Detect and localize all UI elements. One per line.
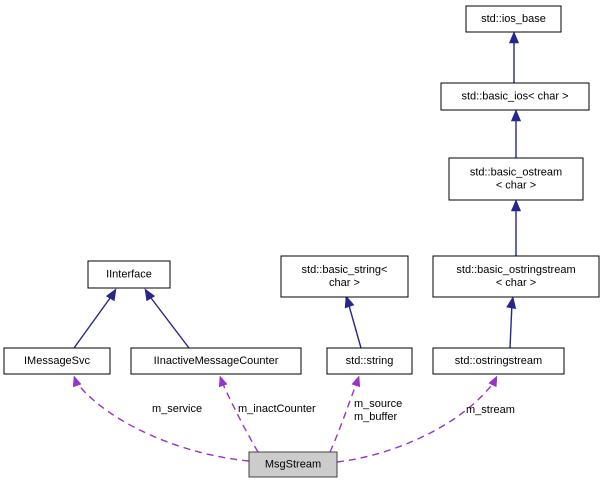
inheritance-edges-layer — [73, 31, 522, 349]
class-node-label: std::basic_ostringstream — [456, 264, 575, 276]
class-node-label: std::string — [346, 355, 394, 367]
class-node-box[interactable] — [432, 255, 600, 298]
inheritance-edge — [510, 109, 522, 158]
class-node-label: std::basic_ostream — [470, 166, 562, 178]
usage-edge-line — [221, 381, 259, 453]
usage-edge-label: m_stream — [466, 404, 515, 416]
class-node-label: < char > — [496, 277, 536, 289]
class-node-label: std::ios_base — [481, 13, 546, 25]
class-node-label: IInactiveMessageCounter — [154, 355, 279, 367]
inheritance-edge — [344, 295, 362, 349]
usage-edge-label: m_inactCounter — [238, 403, 316, 415]
class-node-box[interactable] — [280, 255, 409, 298]
usage-arrowhead — [218, 375, 228, 388]
class-node-label: char > — [329, 277, 360, 289]
usage-edge — [329, 375, 361, 453]
usage-arrowhead — [351, 375, 361, 388]
inheritance-arrowhead — [510, 109, 522, 122]
inheritance-edge — [510, 199, 522, 256]
class-node-MsgStream[interactable]: MsgStream — [248, 451, 338, 478]
inheritance-edge — [144, 288, 190, 349]
class-node-box[interactable] — [130, 347, 302, 375]
class-node-box[interactable] — [432, 347, 565, 375]
class-node-IInterface[interactable]: IInterface — [87, 260, 171, 289]
usage-edge — [218, 375, 259, 453]
usage-edge-label: m_service — [152, 403, 202, 415]
usage-edge-line — [75, 381, 250, 462]
class-node-box[interactable] — [3, 347, 111, 375]
usage-edge — [336, 375, 498, 463]
inheritance-edge-line — [147, 293, 190, 349]
class-node-basic_string[interactable]: std::basic_string<char > — [280, 255, 409, 298]
class-node-label: std::basic_string< — [302, 264, 388, 276]
usage-edge-label: m_source — [354, 398, 402, 410]
class-node-basic_ostringstream[interactable]: std::basic_ostringstream< char > — [432, 255, 600, 298]
inheritance-edge — [73, 288, 117, 349]
inheritance-edge-line — [347, 301, 362, 349]
class-node-label: < char > — [496, 179, 536, 191]
inheritance-arrowhead — [144, 288, 156, 302]
class-node-ios_base[interactable]: std::ios_base — [465, 5, 562, 33]
class-node-box[interactable] — [448, 157, 584, 201]
inheritance-arrowhead — [510, 199, 522, 212]
class-node-box[interactable] — [465, 5, 562, 33]
class-node-ostringstream[interactable]: std::ostringstream — [432, 347, 565, 375]
inheritance-edge-line — [509, 302, 513, 349]
class-node-basic_ios[interactable]: std::basic_ios< char > — [440, 82, 590, 111]
inheritance-edge-line — [73, 293, 114, 349]
usage-edge-line — [336, 381, 495, 463]
class-node-box[interactable] — [87, 260, 171, 289]
inheritance-arrowhead — [506, 296, 517, 309]
class-node-string[interactable]: std::string — [326, 347, 413, 375]
class-node-IMessageSvc[interactable]: IMessageSvc — [3, 347, 111, 375]
class-node-IInactiveMessageCounter[interactable]: IInactiveMessageCounter — [130, 347, 302, 375]
inheritance-edge — [506, 296, 517, 349]
usage-arrowhead — [72, 375, 82, 388]
usage-arrowhead — [488, 375, 498, 388]
class-node-basic_ostream[interactable]: std::basic_ostream< char > — [448, 157, 584, 201]
usage-edge-label: m_buffer — [354, 411, 398, 423]
class-node-label: MsgStream — [265, 458, 321, 470]
inheritance-edge — [508, 31, 520, 83]
inheritance-arrowhead — [105, 288, 117, 302]
usage-edge — [72, 375, 250, 462]
class-node-box[interactable] — [248, 451, 338, 478]
usage-edges-layer — [72, 375, 498, 463]
inheritance-arrowhead — [508, 31, 520, 44]
class-node-box[interactable] — [440, 82, 590, 111]
class-node-label: std::basic_ios< char > — [461, 90, 568, 102]
usage-edge-line — [329, 381, 358, 453]
class-node-label: IInterface — [106, 268, 152, 280]
class-node-label: IMessageSvc — [24, 355, 91, 367]
inheritance-arrowhead — [344, 295, 355, 309]
class-node-label: std::ostringstream — [455, 355, 542, 367]
class-node-box[interactable] — [326, 347, 413, 375]
